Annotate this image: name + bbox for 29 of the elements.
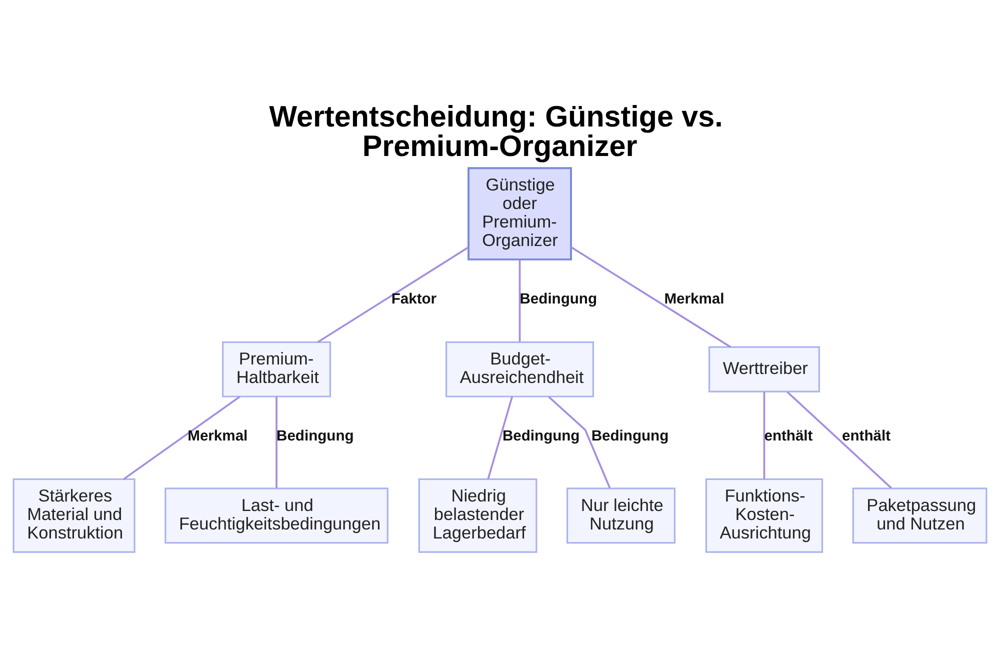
edge-label: Bedingung [502,428,580,444]
edge-label: Bedingung [591,428,669,444]
connector [548,396,611,488]
node-box: Premium-Haltbarkeit [222,341,332,398]
connector [276,396,278,488]
node-box: Paketpassung und Nutzen [852,488,988,544]
connector [763,392,766,480]
node-box: Günstige oder Premium-Organizer [468,167,572,260]
node-box: Nur leichte Nutzung [566,488,676,544]
connector [786,391,892,489]
edge-label: enthält [764,428,813,444]
connector [317,246,469,343]
node-box: Last- und Feuchtigkeitsbedingungen [164,488,388,544]
diagram-title: Wertentscheidung: Günstige vs. Premium-Organizer [269,100,723,163]
edge-label: enthält [842,428,891,444]
edge-label: Merkmal [188,428,248,444]
connector [487,396,514,480]
connector [570,246,732,348]
connector [518,260,521,342]
node-box: Budget-Ausreichendheit [445,341,594,398]
node-box: Funktions-Kosten-Ausrichtung [705,478,824,553]
connector [123,396,240,480]
edge-label: Bedingung [276,428,354,444]
node-box: Stärkeres Material und Konstruktion [12,478,136,553]
edge-label: Bedingung [520,291,598,308]
node-box: Niedrig belastender Lagerbedarf [418,478,538,553]
edge-label: Faktor [391,291,437,308]
edge-label: Merkmal [664,291,724,308]
node-box: Werttreiber [708,346,820,392]
